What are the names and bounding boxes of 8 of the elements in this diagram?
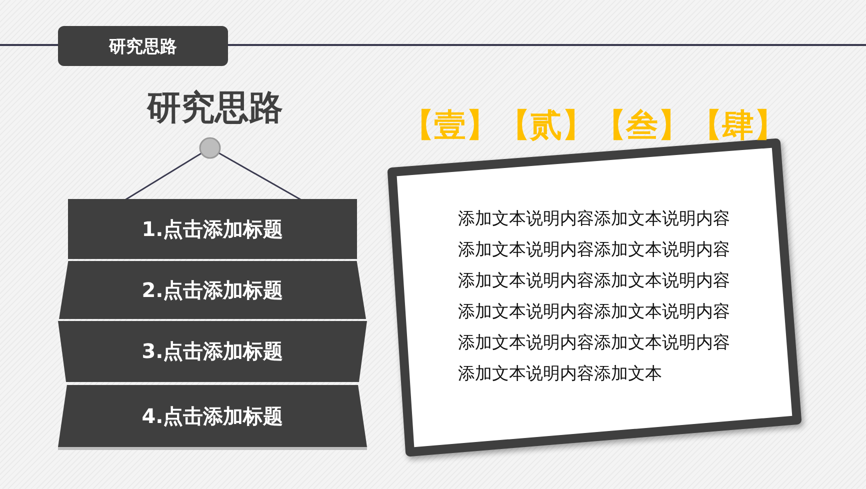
body-text: 添加文本说明内容添加文本说明内容添加文本说明内容添加文本说明内容添加文本说明内容添加文本说明内容添加文本说明内容添加文本说明内容添加文本说明内容添加文本说明内容添加文本说明内容添加文本 <box>456 200 738 390</box>
hanging-panel: 2.点击添加标题 <box>59 261 366 319</box>
hanging-panel: 4.点击添加标题 <box>58 385 367 447</box>
title: 研究思路 <box>146 87 284 130</box>
ordinal-label: 【壹】【贰】【叁】【肆】 <box>402 106 786 144</box>
hanging-panel: 3.点击添加标题 <box>58 321 367 382</box>
header-tab: 研究思路 <box>58 26 228 66</box>
hanging-panel: 1.点击添加标题 <box>68 199 357 259</box>
